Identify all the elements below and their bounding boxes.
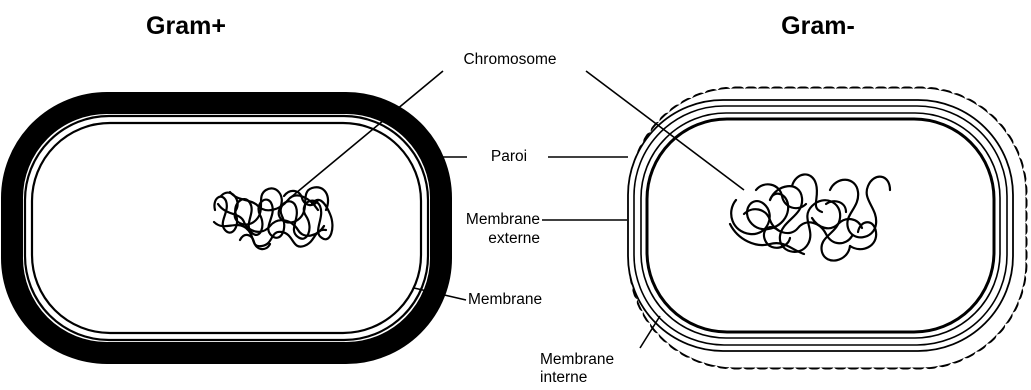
- gram-positive-cell: [12, 103, 441, 353]
- membrane-interne-label-line1: Membrane: [540, 351, 614, 368]
- gram-negative-title: Gram-: [781, 12, 855, 40]
- membrane-externe-label-line2: externe: [488, 230, 540, 247]
- membrane-label: Membrane: [468, 291, 542, 308]
- chromosome-label: Chromosome: [463, 51, 556, 68]
- membrane-interne-label-line2: interne: [540, 369, 587, 386]
- membrane-externe-label-line1: Membrane: [466, 211, 540, 228]
- paroi-label: Paroi: [491, 148, 527, 165]
- gram-positive-membrane: [25, 116, 428, 340]
- gram-positive-title: Gram+: [146, 12, 226, 40]
